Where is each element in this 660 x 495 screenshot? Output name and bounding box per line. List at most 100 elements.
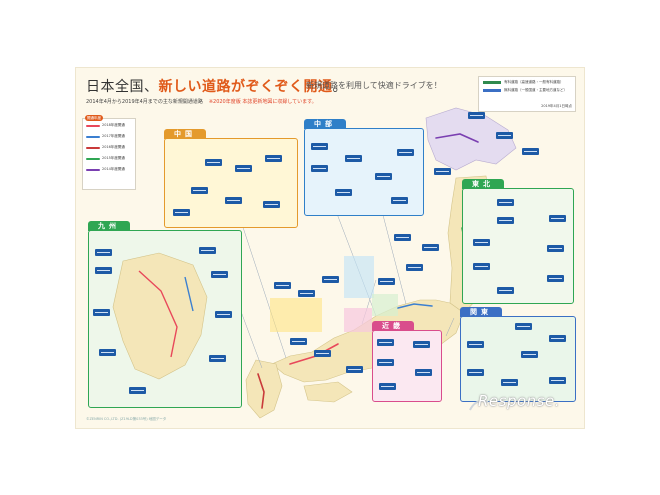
road-label: [322, 276, 339, 283]
road-label: [335, 189, 352, 196]
title-highlight-new: 新しい: [158, 79, 202, 95]
year-legend: 開通年度 2018年度開通 2017年度開通 2016年度開通 2015年度開通…: [82, 115, 136, 190]
region-chugoku: 中国: [164, 129, 298, 228]
road-label: [263, 201, 280, 208]
road-label: [549, 215, 566, 222]
title-highlight-road: 道路: [202, 79, 231, 95]
road-label: [311, 143, 328, 150]
road-label: [547, 245, 564, 252]
road-label: [345, 155, 362, 162]
road-label: [99, 349, 116, 356]
legend-free-row: 無料道路（一般国道・主要地方道など）: [483, 88, 571, 93]
japan-map: [235, 107, 517, 419]
region-kanto: 関東: [460, 307, 576, 402]
region-tab-chugoku: 中国: [164, 129, 206, 139]
free-swatch: [483, 89, 501, 92]
year-2014-line: [86, 168, 100, 171]
region-tab-kyushu: 九州: [88, 221, 130, 231]
road-label: [434, 168, 451, 175]
road-label: [497, 287, 514, 294]
road-label: [191, 187, 208, 194]
response-watermark: Response.: [478, 392, 560, 410]
year-legend-label: 2016年度開通: [102, 145, 125, 149]
year-2017-line: [86, 135, 100, 138]
road-label: [391, 197, 408, 204]
year-legend-label: 2017年度開通: [102, 134, 125, 138]
year-2016-line: [86, 146, 100, 149]
road-label: [173, 209, 190, 216]
chugoku-highlight: [270, 298, 322, 332]
region-tab-kanto: 関東: [460, 307, 502, 317]
road-label: [422, 244, 439, 251]
road-label: [521, 351, 538, 358]
road-label: [225, 197, 242, 204]
year-2018-line: [86, 124, 100, 127]
road-label: [314, 350, 331, 357]
road-label: [377, 359, 394, 366]
road-label: [549, 377, 566, 384]
year-legend-label: 2018年度開通: [102, 123, 125, 127]
year-legend-row: 2015年度開通: [86, 154, 132, 163]
shikoku-land: [303, 381, 353, 403]
footer-copyright: ©ZENRIN CO.,LTD. (Z19LD第033号) 地図データ: [86, 417, 167, 421]
road-label: [290, 338, 307, 345]
region-chubu: 中部: [304, 119, 424, 216]
road-label: [211, 271, 228, 278]
region-tab-chubu: 中部: [304, 119, 346, 129]
road-label: [413, 341, 430, 348]
kinki-highlight: [344, 308, 372, 332]
road-label: [468, 112, 485, 119]
road-label: [378, 278, 395, 285]
year-legend-row: 2016年度開通: [86, 143, 132, 152]
road-label: [515, 323, 532, 330]
date-range-text: 2014年4月から2019年4月までの主な新規開通道路: [86, 99, 203, 105]
year-legend-row: 2014年度開通: [86, 165, 132, 174]
road-label: [394, 234, 411, 241]
road-label: [235, 165, 252, 172]
road-label: [265, 155, 282, 162]
kyushu-land: [245, 359, 283, 419]
road-label: [549, 335, 566, 342]
year-legend-label: 2015年度開通: [102, 156, 125, 160]
road-label: [95, 267, 112, 274]
year-legend-label: 2014年度開通: [102, 167, 125, 171]
legend-footnote: 2019年4月1日時点: [541, 104, 572, 108]
title-highlight-zokuzoku: がぞくぞく: [231, 79, 304, 95]
chubu-highlight: [344, 256, 374, 298]
road-label: [377, 339, 394, 346]
region-tab-kinki: 近畿: [372, 321, 414, 331]
region-kinki: 近畿: [372, 321, 442, 402]
road-label: [501, 379, 518, 386]
road-label: [95, 249, 112, 256]
road-label: [215, 311, 232, 318]
region-tohoku: 東北: [462, 179, 574, 304]
road-label: [547, 275, 564, 282]
date-range-line: 2014年4月から2019年4月までの主な新規開通道路※2020年度版 本誌更新…: [86, 98, 317, 105]
response-logo-icon: [469, 400, 489, 411]
page-title: 日本全国、新しい道路がぞくぞく開通。: [86, 76, 347, 96]
region-kyushu: 九州: [88, 221, 242, 408]
road-label: [497, 199, 514, 206]
road-label: [522, 148, 539, 155]
road-label: [93, 309, 110, 316]
legend-free-label: 無料道路（一般国道・主要地方道など）: [504, 88, 567, 92]
region-tab-tohoku: 東北: [462, 179, 504, 189]
road-label: [209, 355, 226, 362]
road-label: [415, 369, 432, 376]
road-type-legend: 有料道路（高速道路・一般有料道路） 無料道路（一般国道・主要地方道など） 201…: [478, 76, 576, 112]
legend-toll-row: 有料道路（高速道路・一般有料道路）: [483, 80, 571, 85]
road-label: [205, 159, 222, 166]
map-poster: 日本全国、新しい道路がぞくぞく開通。 新規道路を利用して快適ドライブを！ 201…: [76, 68, 584, 428]
road-label: [379, 383, 396, 390]
road-label: [375, 173, 392, 180]
road-label: [473, 263, 490, 270]
title-highlight-open: 開通: [303, 79, 333, 95]
road-label: [397, 149, 414, 156]
road-label: [346, 366, 363, 373]
legend-toll-label: 有料道路（高速道路・一般有料道路）: [504, 80, 564, 84]
year-2015-line: [86, 157, 100, 160]
road-label: [298, 290, 315, 297]
road-label: [199, 247, 216, 254]
title-suffix: 。: [332, 79, 347, 95]
toll-swatch: [483, 81, 501, 84]
